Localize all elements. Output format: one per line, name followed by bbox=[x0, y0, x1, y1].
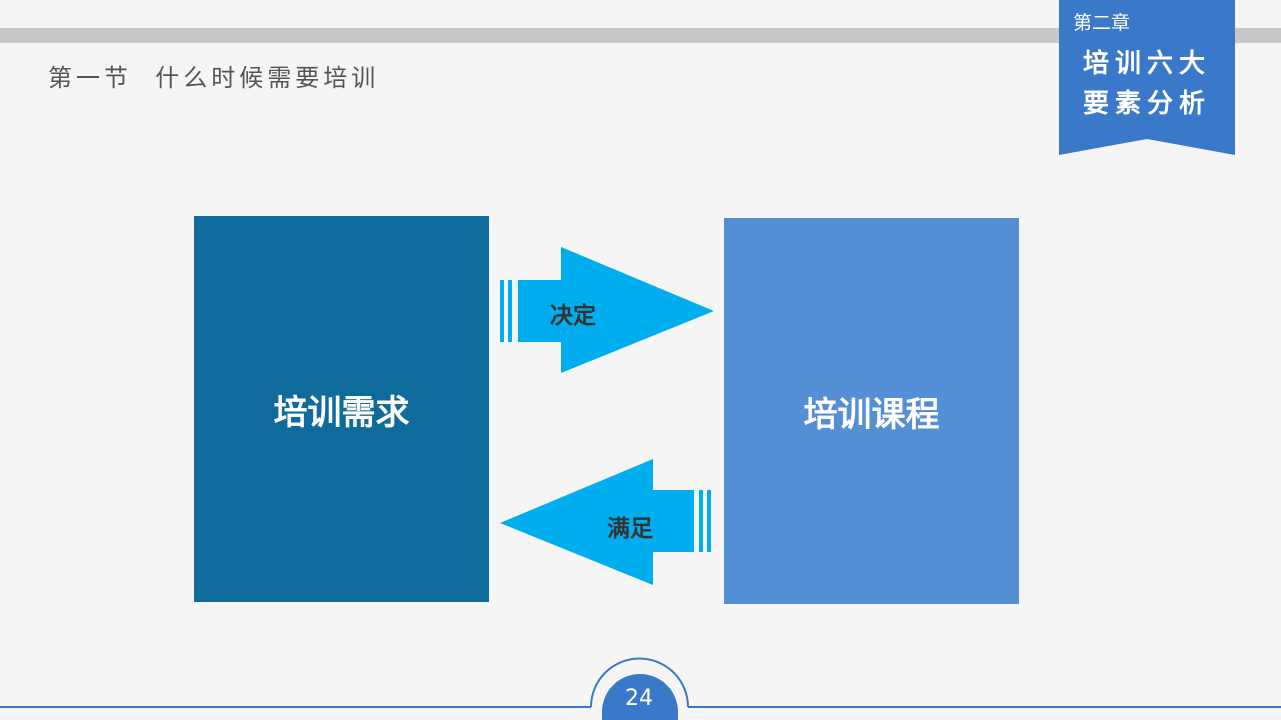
page-number: 24 bbox=[625, 686, 653, 711]
top-divider-bar bbox=[0, 28, 1281, 43]
chapter-label: 第二章 bbox=[1073, 12, 1131, 34]
chapter-title-line2: 要素分析 bbox=[1082, 89, 1211, 119]
chapter-title: 培训六大 要素分析 bbox=[1059, 44, 1235, 124]
chapter-bookmark: 第二章 培训六大 要素分析 bbox=[1059, 0, 1235, 155]
arrow-right-determines bbox=[500, 247, 714, 373]
training-needs-box: 培训需求 bbox=[194, 216, 489, 602]
arrow-label-satisfies: 满足 bbox=[607, 516, 653, 542]
chapter-title-line1: 培训六大 bbox=[1082, 49, 1211, 79]
arrow-label-determines: 决定 bbox=[550, 303, 596, 329]
arrow-left-satisfies bbox=[500, 459, 711, 585]
section-title: 第一节 什么时候需要培训 bbox=[48, 64, 380, 92]
training-course-box: 培训课程 bbox=[724, 218, 1019, 604]
